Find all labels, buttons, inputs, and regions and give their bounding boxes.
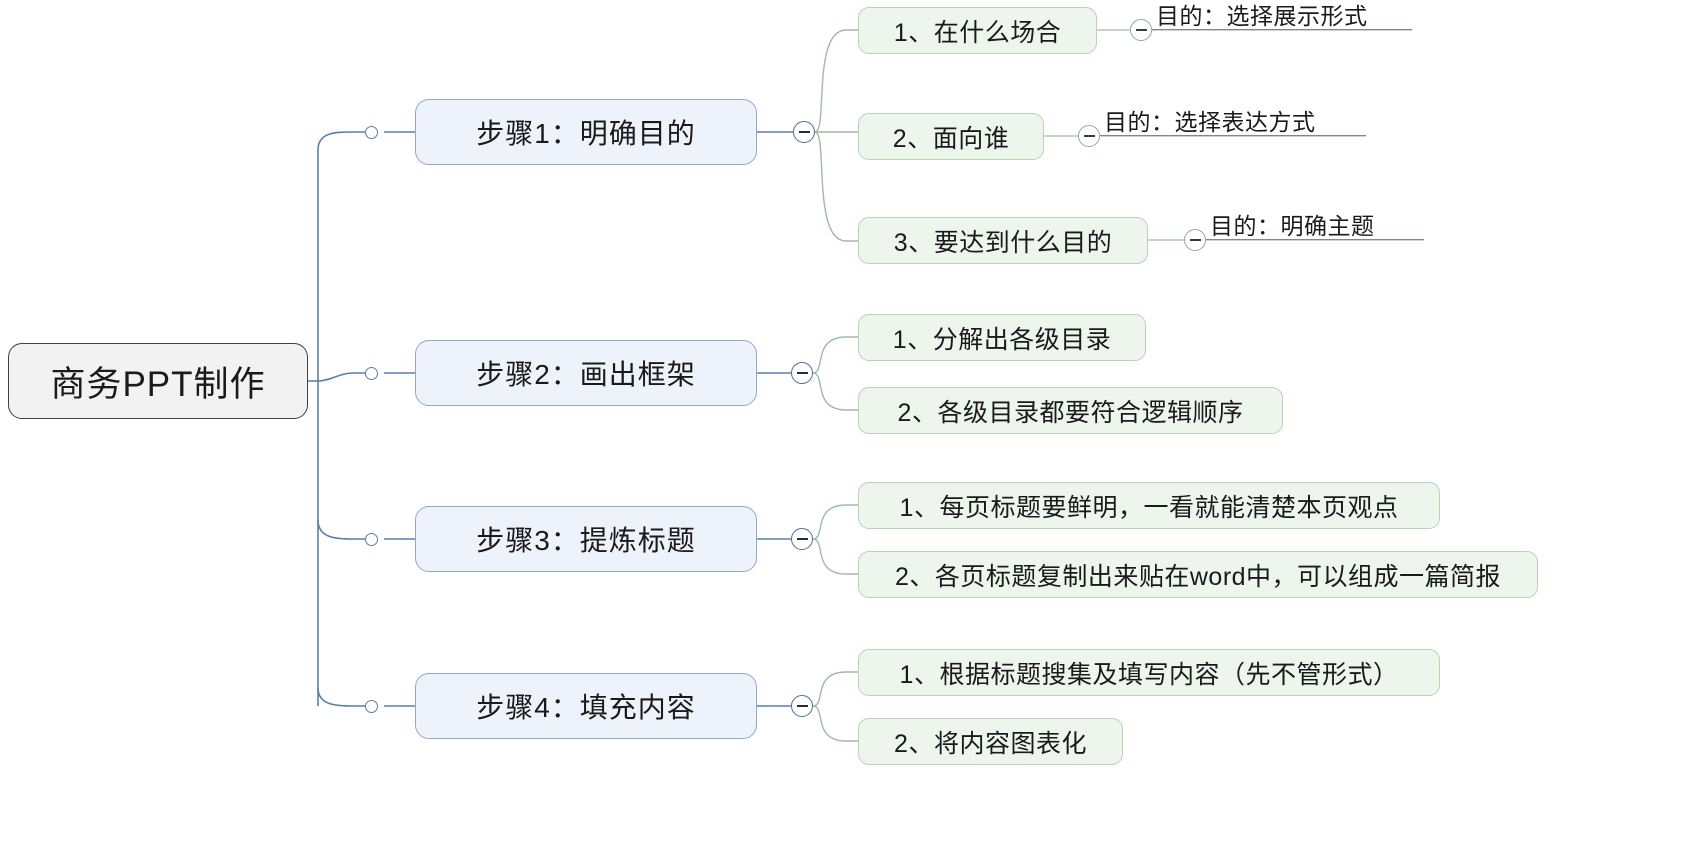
branch-node-step2[interactable]: 步骤2：画出框架 [415,340,757,406]
collapse-toggle-step1-child3[interactable] [1184,229,1206,251]
collapse-toggle-step1-child2[interactable] [1078,125,1100,147]
branch-node-step3[interactable]: 步骤3：提炼标题 [415,506,757,572]
leaf-node-step3-child1[interactable]: 1、每页标题要鲜明，一看就能清楚本页观点 [858,482,1440,529]
root-node[interactable]: 商务PPT制作 [8,343,308,419]
leaf-node-step4-child1[interactable]: 1、根据标题搜集及填写内容（先不管形式） [858,649,1440,696]
leaf-node-step1-child3[interactable]: 3、要达到什么目的 [858,217,1148,264]
note-node-step1-child3-label: 目的：明确主题 [1210,213,1375,239]
branch-node-step4[interactable]: 步骤4：填充内容 [415,673,757,739]
root-node-label: 商务PPT制作 [50,364,266,404]
collapse-toggle-step2[interactable] [791,362,813,384]
leaf-node-step4-child1-label: 1、根据标题搜集及填写内容（先不管形式） [899,660,1399,689]
collapse-toggle-step3[interactable] [791,528,813,550]
minus-icon [1083,135,1095,137]
branch-node-step1-label: 步骤1：明确目的 [476,118,696,149]
note-node-step1-child2-label: 目的：选择表达方式 [1104,109,1316,135]
collapse-toggle-step4[interactable] [791,695,813,717]
leaf-node-step1-child2[interactable]: 2、面向谁 [858,113,1044,160]
note-node-step1-child1[interactable]: 目的：选择展示形式 [1152,2,1412,30]
branch-node-step2-label: 步骤2：画出框架 [476,359,696,390]
minus-icon [796,372,808,374]
branch-node-step4-label: 步骤4：填充内容 [476,692,696,723]
branch-node-step3-label: 步骤3：提炼标题 [476,525,696,556]
leaf-node-step1-child3-label: 3、要达到什么目的 [893,228,1113,257]
leaf-node-step2-child2-label: 2、各级目录都要符合逻辑顺序 [897,398,1244,427]
note-node-step1-child2[interactable]: 目的：选择表达方式 [1100,108,1366,136]
leaf-node-step2-child1-label: 1、分解出各级目录 [892,325,1112,354]
note-node-step1-child3[interactable]: 目的：明确主题 [1206,212,1424,240]
leaf-node-step1-child1-label: 1、在什么场合 [893,18,1062,47]
minus-icon [798,131,810,133]
leaf-node-step3-child1-label: 1、每页标题要鲜明，一看就能清楚本页观点 [899,493,1399,522]
note-node-step1-child1-label: 目的：选择展示形式 [1156,3,1368,29]
branch-bullet-1[interactable] [365,125,378,139]
branch-bullet-3[interactable] [365,532,378,546]
branch-bullet-2[interactable] [365,366,378,380]
leaf-node-step3-child2[interactable]: 2、各页标题复制出来贴在word中，可以组成一篇简报 [858,551,1538,598]
leaf-node-step4-child2[interactable]: 2、将内容图表化 [858,718,1123,765]
minus-icon [796,538,808,540]
collapse-toggle-step1-child1[interactable] [1130,19,1152,41]
leaf-node-step1-child1[interactable]: 1、在什么场合 [858,7,1097,54]
minus-icon [1135,29,1147,31]
branch-bullet-4[interactable] [365,699,378,713]
leaf-node-step4-child2-label: 2、将内容图表化 [894,729,1087,758]
leaf-node-step3-child2-label: 2、各页标题复制出来贴在word中，可以组成一篇简报 [894,562,1502,591]
minus-icon [796,705,808,707]
minus-icon [1189,239,1201,241]
leaf-node-step2-child2[interactable]: 2、各级目录都要符合逻辑顺序 [858,387,1283,434]
collapse-toggle-step1[interactable] [793,121,815,143]
leaf-node-step2-child1[interactable]: 1、分解出各级目录 [858,314,1146,361]
branch-node-step1[interactable]: 步骤1：明确目的 [415,99,757,165]
leaf-node-step1-child2-label: 2、面向谁 [892,124,1010,153]
